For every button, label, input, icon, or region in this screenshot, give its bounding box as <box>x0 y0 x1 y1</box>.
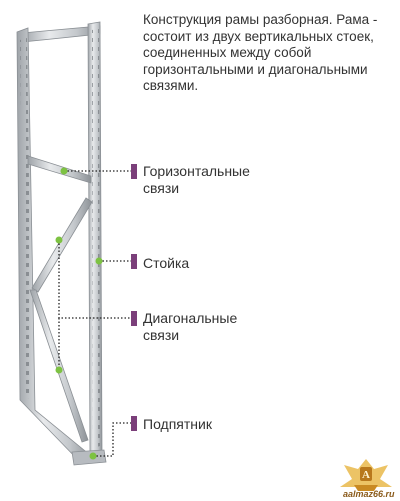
diagonal-brace-lower <box>29 289 89 443</box>
leader-lines <box>58 170 131 457</box>
marker-diagonal <box>131 311 137 326</box>
label-upright: Стойка <box>143 255 190 271</box>
foot-plate <box>71 449 107 466</box>
indicator-dots <box>55 167 103 460</box>
diagonal-brace-upper <box>31 197 93 293</box>
dot-upright <box>95 257 103 265</box>
marker-footplate <box>131 416 137 431</box>
label-horizontal-braces: Горизонтальные связи <box>143 163 250 197</box>
marker-horizontal <box>131 164 137 179</box>
aalmaz-logo: A <box>340 459 392 491</box>
label-footplate: Подпятник <box>143 416 212 432</box>
label-diagonal-line2: связи <box>143 327 180 343</box>
logo-emblem: A <box>362 469 370 481</box>
left-upright <box>16 27 93 463</box>
frame-description: Конструкция рамы разборная. Рама - состо… <box>143 12 378 93</box>
leader-footplate <box>93 422 131 457</box>
horizontal-brace <box>27 155 92 184</box>
dot-diagonal-lower <box>55 366 63 374</box>
dot-horizontal <box>60 167 68 175</box>
label-horizontal-line1: Горизонтальные <box>143 163 250 179</box>
right-upright <box>87 21 103 456</box>
label-horizontal-line2: связи <box>143 180 180 196</box>
logo-text: aalmaz66.ru <box>343 489 395 499</box>
label-diagonal-line1: Диагональные <box>143 310 238 326</box>
marker-upright <box>131 254 137 269</box>
label-diagonal-braces: Диагональные связи <box>143 310 237 344</box>
dot-footplate <box>89 452 97 460</box>
dot-diagonal-upper <box>55 236 63 244</box>
